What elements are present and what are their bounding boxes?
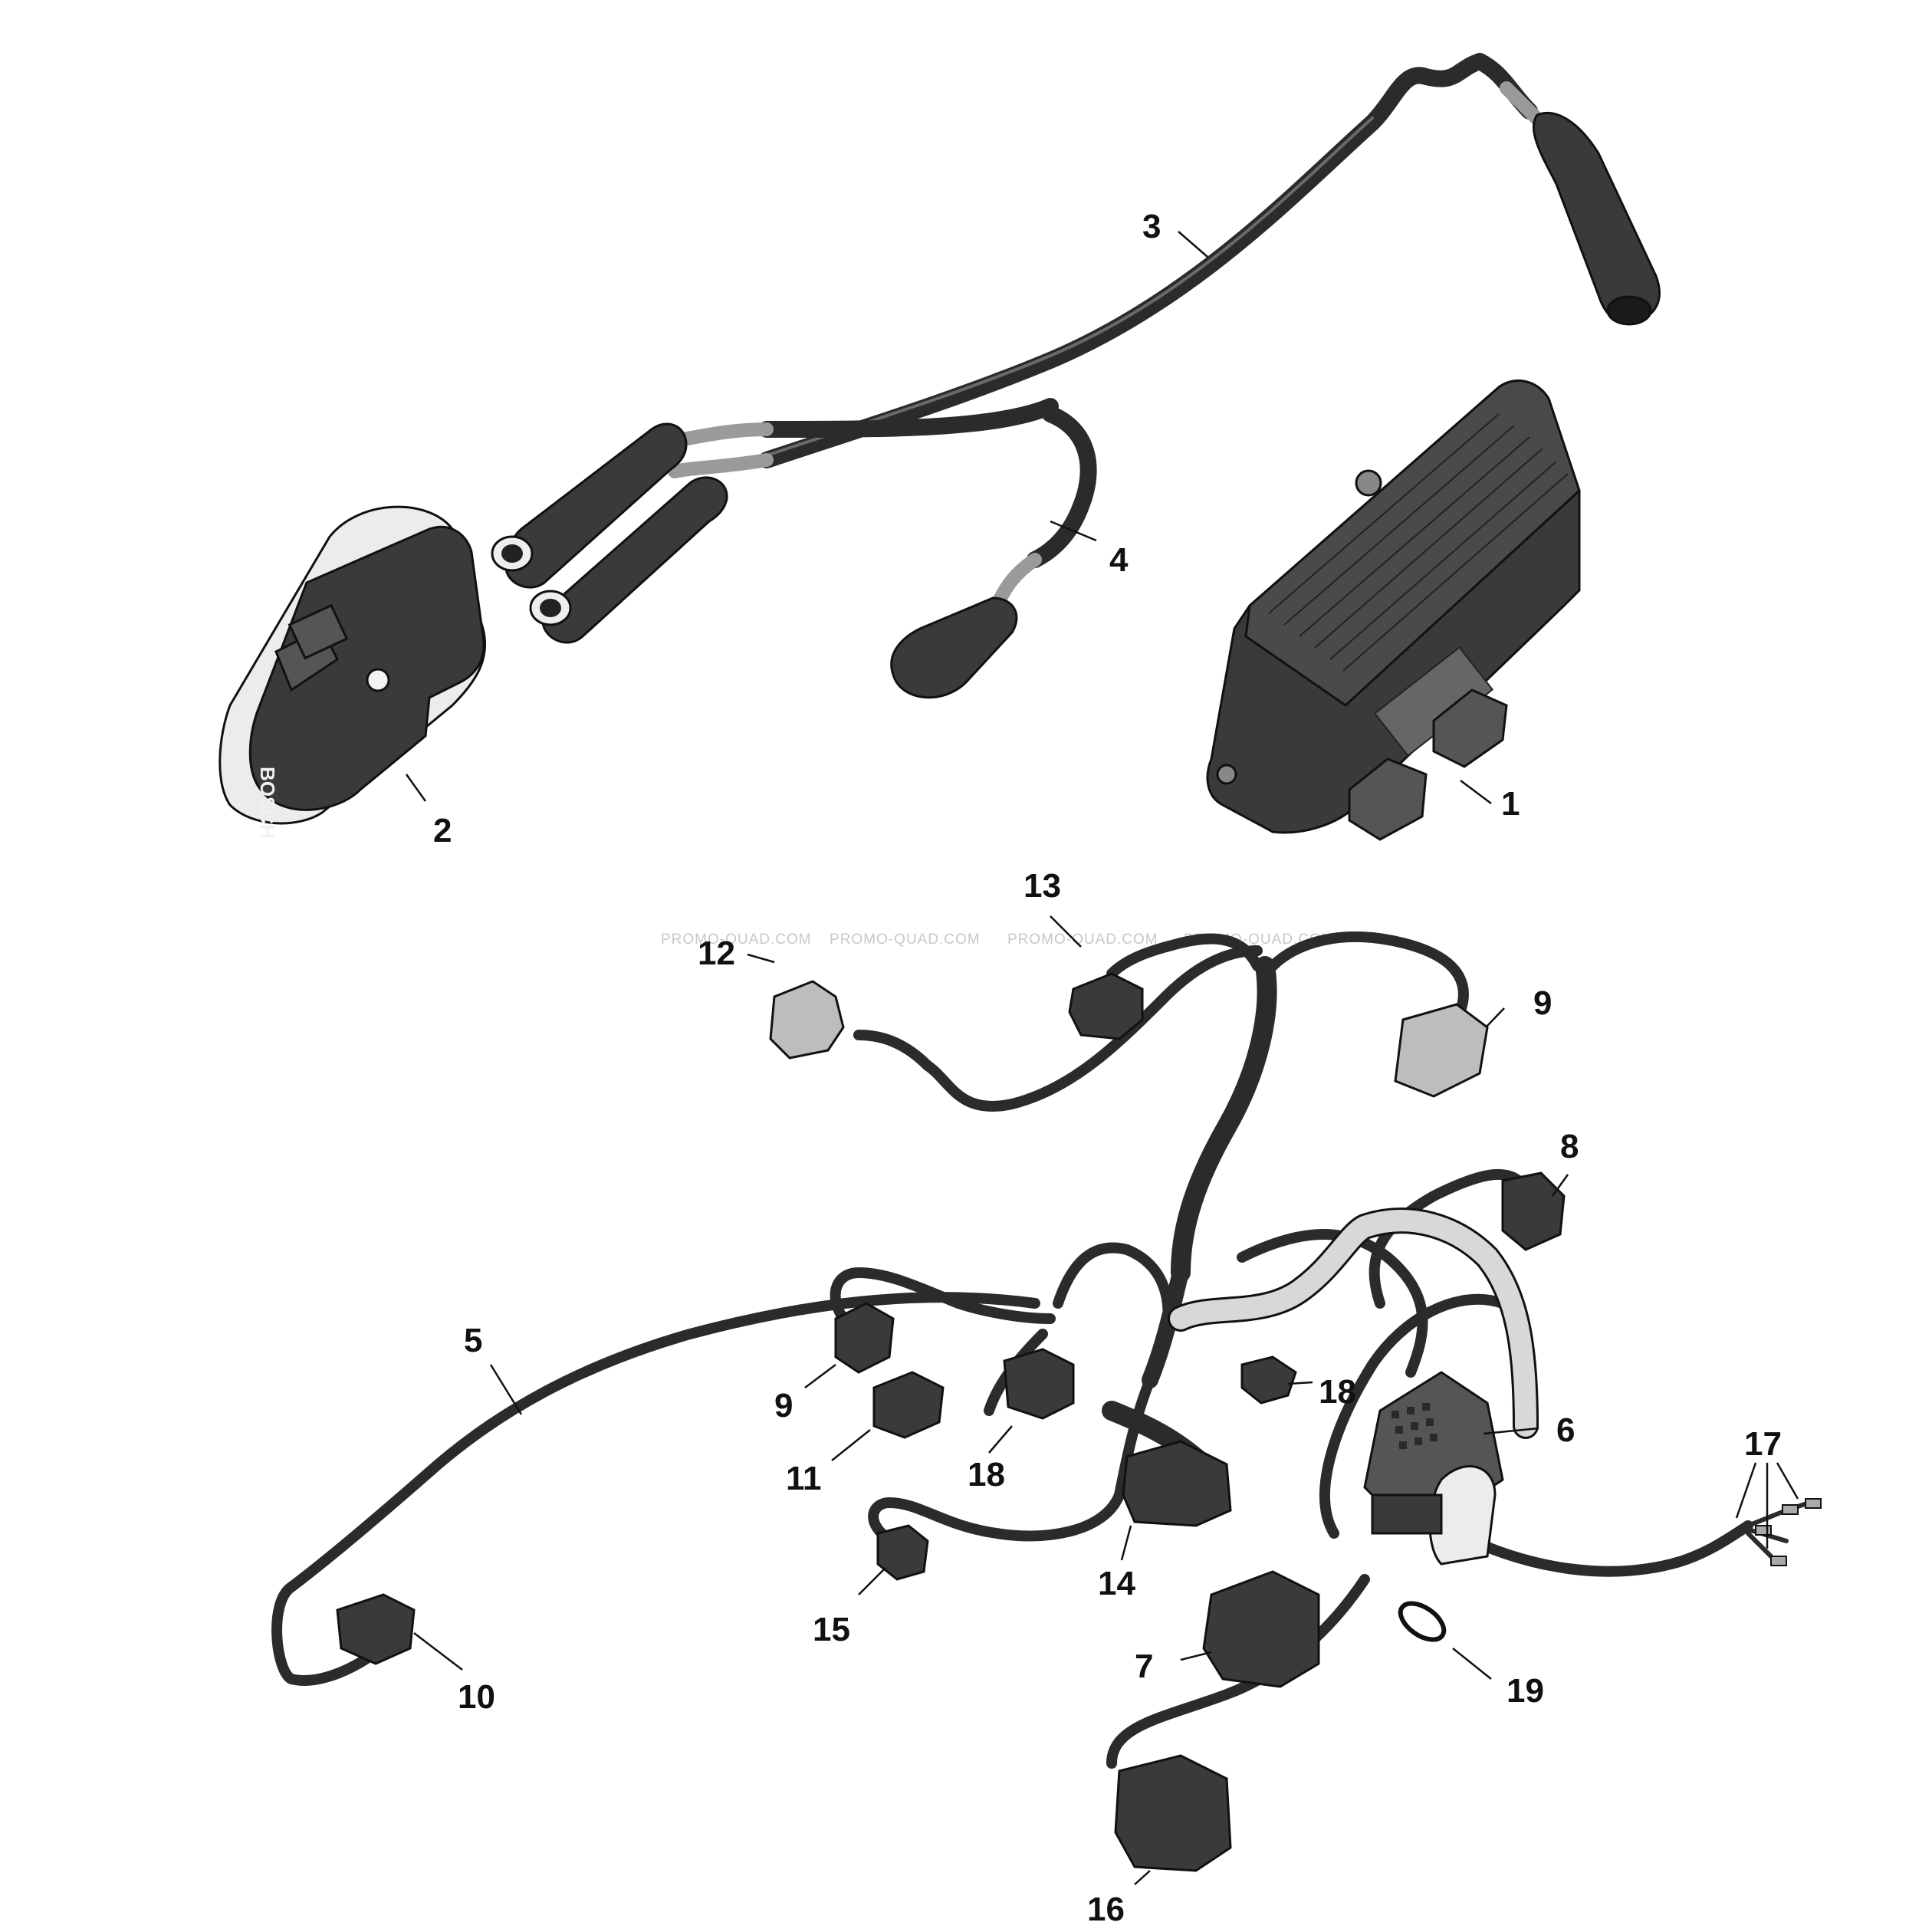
callout-9-upper: 9 [1533, 984, 1552, 1022]
ecm-cooling-ribs [1268, 413, 1569, 672]
leader-16 [1134, 1870, 1151, 1885]
callout-15: 15 [813, 1611, 850, 1648]
leader-2 [405, 774, 427, 802]
callout-18-lower: 18 [968, 1456, 1005, 1493]
leader-12 [747, 953, 775, 964]
callout-8: 8 [1560, 1128, 1579, 1165]
bosch-logo-text: BOSCH [256, 767, 279, 839]
harness-connectors [336, 972, 1822, 1872]
leader-1 [1460, 780, 1492, 804]
callout-1: 1 [1501, 785, 1520, 823]
leader-17a [1735, 1462, 1757, 1519]
callout-7: 7 [1135, 1648, 1153, 1685]
callout-16: 16 [1087, 1891, 1125, 1928]
callout-10: 10 [458, 1678, 495, 1716]
leader-lines [405, 231, 1799, 1885]
callout-19: 19 [1506, 1672, 1544, 1710]
callout-6: 6 [1556, 1411, 1575, 1449]
leader-14 [1120, 1525, 1132, 1561]
leader-17c [1776, 1462, 1799, 1500]
leader-10 [413, 1632, 463, 1671]
callout-9-lower: 9 [774, 1387, 793, 1424]
engine-control-module [1206, 380, 1581, 841]
leader-8 [1551, 1174, 1569, 1197]
leader-13 [1050, 915, 1082, 948]
callout-4: 4 [1109, 541, 1129, 579]
callout-5: 5 [464, 1322, 482, 1359]
callout-3: 3 [1142, 208, 1161, 245]
main-harness-connector [1168, 1208, 1539, 1566]
leader-9a [1485, 1007, 1505, 1028]
leader-9b [804, 1364, 836, 1388]
leader-18b [1287, 1381, 1313, 1385]
watermark-3: PROMO-QUAD.COM [1007, 932, 1158, 948]
watermark-2: PROMO-QUAD.COM [830, 932, 981, 948]
leader-3 [1178, 231, 1208, 258]
callout-12: 12 [698, 935, 735, 972]
ignition-coil: BOSCH [219, 505, 487, 839]
callout-18-upper: 18 [1319, 1373, 1356, 1411]
leader-5 [489, 1364, 523, 1415]
callout-2: 2 [433, 812, 452, 849]
leader-11 [831, 1429, 871, 1461]
connector-pins [1392, 1403, 1438, 1449]
leader-7 [1180, 1651, 1212, 1661]
leader-15 [858, 1567, 886, 1595]
callout-17: 17 [1744, 1425, 1782, 1463]
callout-labels: 1 2 3 4 5 6 7 8 9 9 10 11 12 13 14 15 16… [433, 208, 1782, 1928]
leader-18a [988, 1425, 1013, 1454]
leader-4 [1050, 520, 1097, 542]
callout-11: 11 [786, 1460, 822, 1497]
watermark-1: PROMO-QUAD.COM [661, 932, 812, 948]
ignition-cable-assembly [491, 53, 1661, 699]
callout-13: 13 [1024, 867, 1061, 905]
callout-14: 14 [1098, 1565, 1135, 1602]
leader-19 [1452, 1648, 1492, 1680]
leader-6 [1483, 1427, 1539, 1435]
